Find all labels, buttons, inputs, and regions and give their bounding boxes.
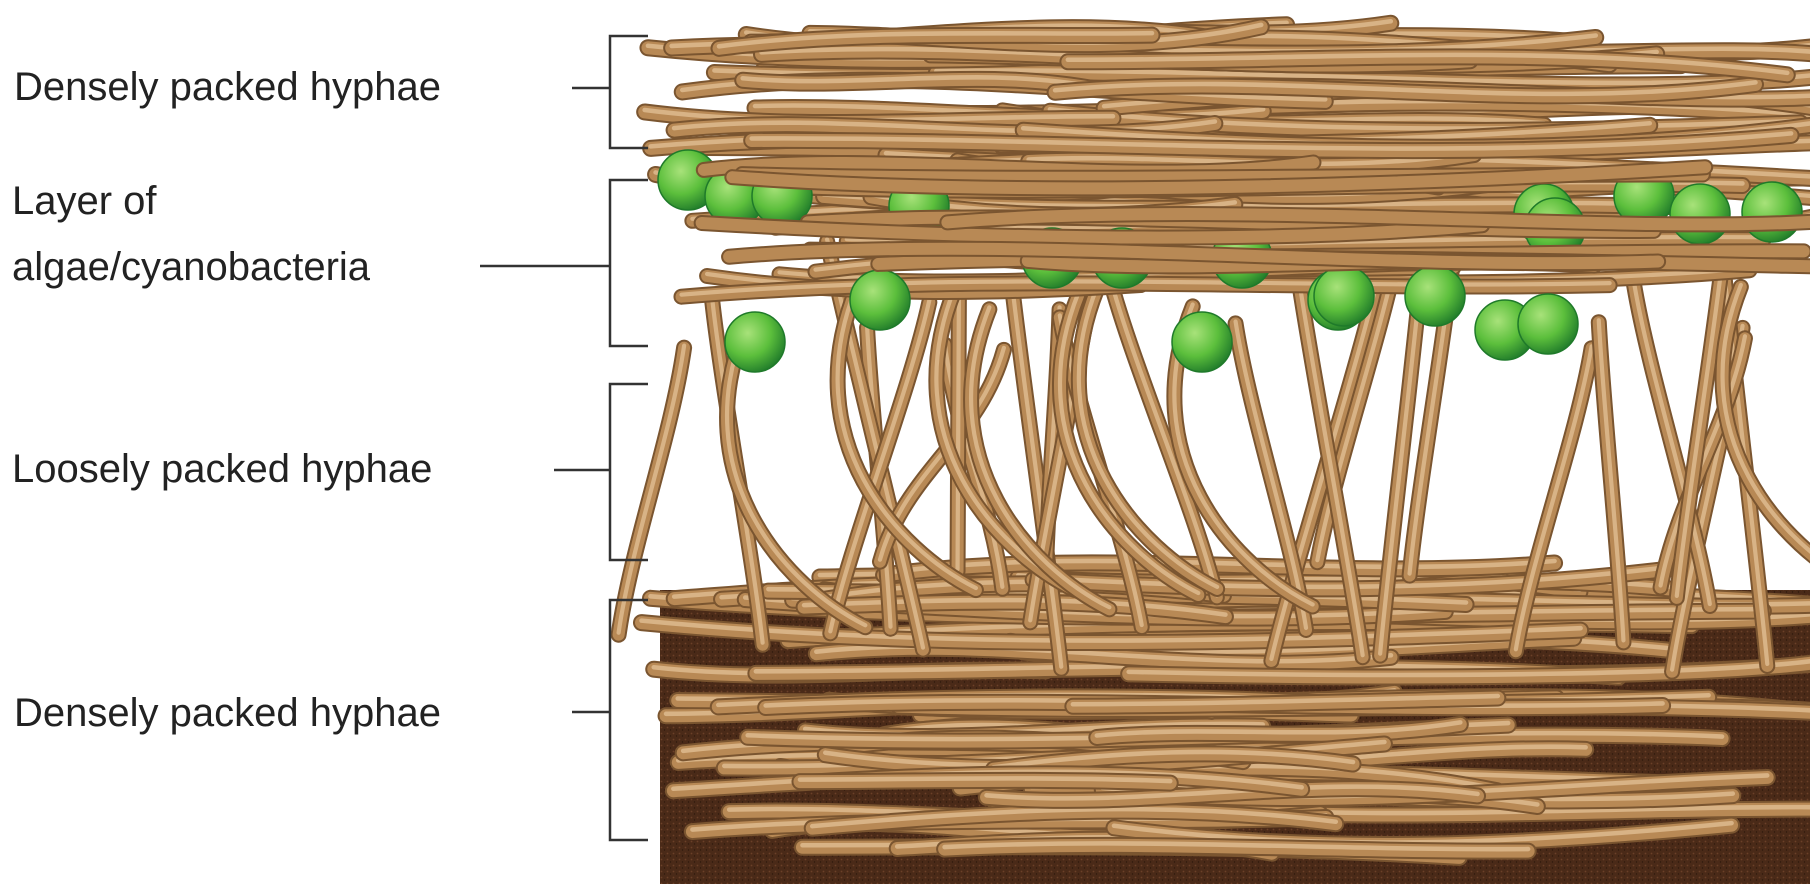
hypha-highlight: [619, 346, 685, 633]
hypha-highlight: [958, 290, 959, 569]
alga-cell: [1314, 266, 1374, 326]
label-densely-packed-hyphae-bottom: Densely packed hyphae: [14, 690, 441, 736]
label-algae-layer-line2: algae/cyanobacteria: [12, 244, 370, 290]
alga-cell: [1742, 182, 1802, 242]
alga-cell: [850, 270, 910, 330]
alga-cell: [1518, 294, 1578, 354]
alga-cell: [1405, 266, 1465, 326]
label-algae-layer-line1: Layer of: [12, 178, 157, 224]
bracket-algae-layer: [610, 180, 648, 346]
alga-cell: [1670, 184, 1730, 244]
alga-cell: [1172, 312, 1232, 372]
hypha-highlight: [800, 778, 1170, 781]
label-loosely-packed-hyphae: Loosely packed hyphae: [12, 446, 432, 492]
label-densely-packed-hyphae-top: Densely packed hyphae: [14, 64, 441, 110]
label-brackets: [480, 36, 648, 840]
hyphae-network: [619, 21, 1810, 857]
alga-cell: [725, 312, 785, 372]
